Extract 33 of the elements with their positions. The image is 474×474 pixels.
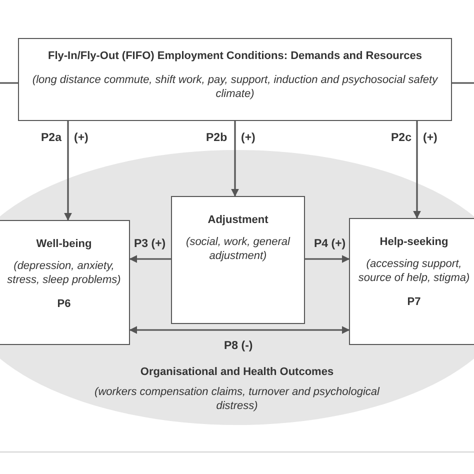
edge-label: P2c: [391, 132, 412, 144]
node-title: Help-seeking: [380, 235, 448, 249]
sign-label: (+): [241, 132, 256, 144]
process-box: [0, 220, 130, 345]
arrow: [305, 255, 350, 263]
edge-label: P4 (+): [314, 238, 346, 250]
connector-line: [0, 82, 18, 84]
edge-label: P2b: [206, 132, 228, 144]
proposition-label: P6: [57, 297, 71, 311]
node-description: (accessing support, source of help, stigma): [357, 257, 471, 285]
arrow: [64, 121, 72, 221]
process-box: [171, 196, 305, 324]
node-description: (depression, anxiety, stress, sleep problems): [6, 259, 122, 287]
arrow: [129, 255, 171, 263]
edge-label: P8 (-): [224, 340, 253, 352]
node-description: (social, work, general adjustment): [185, 235, 292, 263]
arrow: [129, 326, 350, 334]
edge-label: P3 (+): [134, 238, 166, 250]
edge-label: P2a: [41, 132, 62, 144]
arrow: [231, 121, 239, 197]
node-title: Well-being: [36, 237, 92, 251]
connector-line: [452, 82, 474, 84]
node-title: Organisational and Health Outcomes: [140, 365, 334, 379]
sign-label: (+): [423, 132, 438, 144]
node-title: Fly-In/Fly-Out (FIFO) Employment Conditions: Demands and Resources: [48, 49, 422, 63]
node-description: (workers compensation claims, turnover and psychological distress): [94, 385, 381, 413]
process-box: [349, 218, 474, 345]
sign-label: (+): [74, 132, 88, 144]
process-box: [18, 38, 452, 121]
arrow: [413, 121, 421, 219]
node-title: Adjustment: [208, 213, 268, 227]
node-description: (long distance commute, shift work, pay, support, induction and psychosocial safety climate): [31, 73, 439, 101]
proposition-label: P7: [407, 295, 421, 309]
